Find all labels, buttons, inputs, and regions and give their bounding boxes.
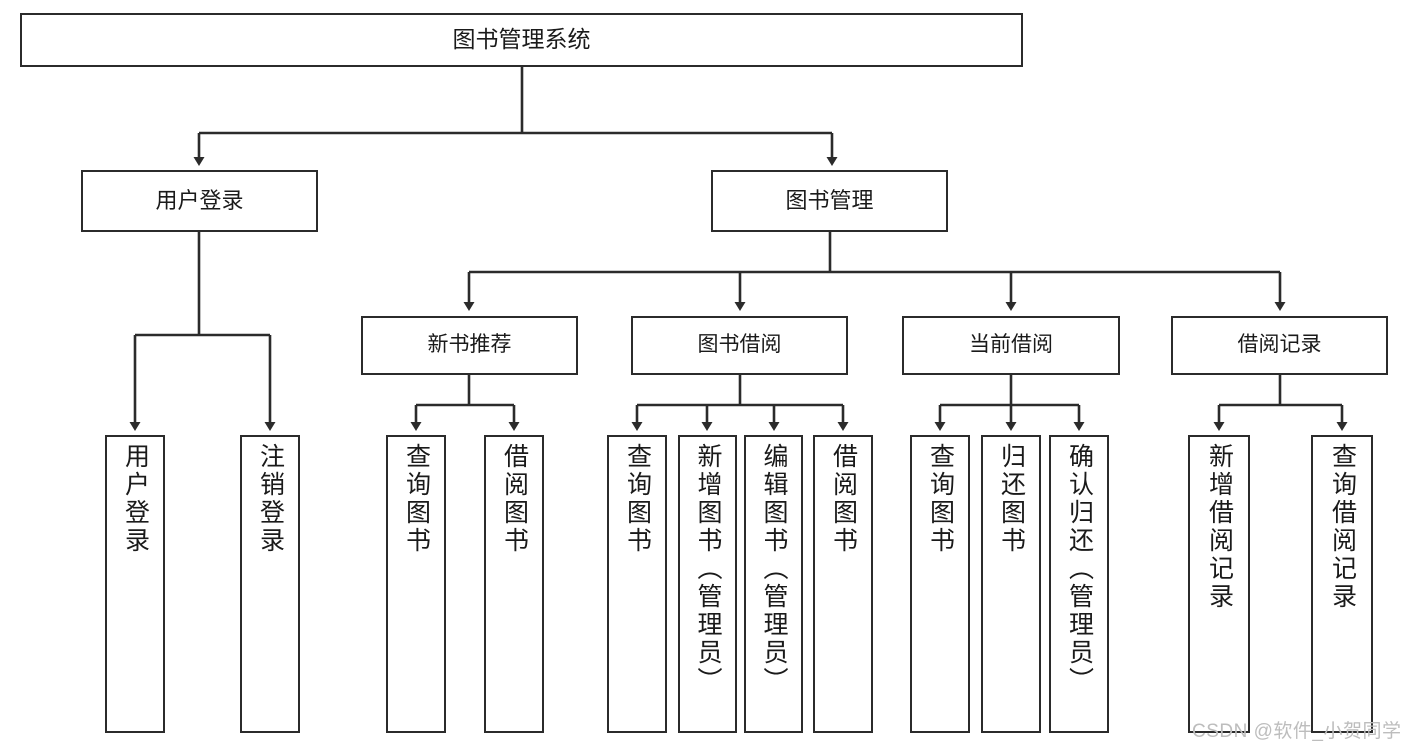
leaf-add-borrow-record[interactable]: 新增借阅记录 <box>1188 435 1250 733</box>
node-borrow-record[interactable]: 借阅记录 <box>1171 316 1388 375</box>
node-label: 用户登录 <box>121 443 150 555</box>
node-label: 当前借阅 <box>969 333 1053 357</box>
node-label: 注销登录 <box>256 443 285 555</box>
leaf-borrow-book[interactable]: 借阅图书 <box>813 435 873 733</box>
node-label: 新增借阅记录 <box>1205 443 1234 611</box>
node-book-borrow[interactable]: 图书借阅 <box>631 316 848 375</box>
node-label: 新书推荐 <box>427 333 512 357</box>
node-label: 查询图书 <box>623 443 652 555</box>
node-label: 图书管理 <box>785 188 874 214</box>
leaf-add-book-admin[interactable]: 新增图书（管理员） <box>678 435 737 733</box>
leaf-borrow-book-recommend[interactable]: 借阅图书 <box>484 435 544 733</box>
node-label: 图书管理系统 <box>452 26 591 53</box>
leaf-user-login[interactable]: 用户登录 <box>105 435 165 733</box>
node-label: 新增图书（管理员） <box>694 443 722 695</box>
leaf-query-borrow-record[interactable]: 查询借阅记录 <box>1311 435 1373 733</box>
node-new-book-recommend[interactable]: 新书推荐 <box>361 316 578 375</box>
leaf-confirm-return-admin[interactable]: 确认归还（管理员） <box>1049 435 1109 733</box>
node-label: 编辑图书（管理员） <box>760 443 788 695</box>
node-label: 用户登录 <box>155 188 244 214</box>
watermark: CSDN @软件_小贺同学 <box>1192 721 1402 742</box>
node-user-login[interactable]: 用户登录 <box>81 170 318 232</box>
node-current-borrow[interactable]: 当前借阅 <box>902 316 1120 375</box>
leaf-query-book-borrow[interactable]: 查询图书 <box>607 435 667 733</box>
node-label: 查询借阅记录 <box>1328 443 1357 611</box>
leaf-query-book-recommend[interactable]: 查询图书 <box>386 435 446 733</box>
leaf-edit-book-admin[interactable]: 编辑图书（管理员） <box>744 435 803 733</box>
node-book-management[interactable]: 图书管理 <box>711 170 948 232</box>
leaf-logout[interactable]: 注销登录 <box>240 435 300 733</box>
node-label: 借阅图书 <box>500 443 529 555</box>
leaf-query-book-current[interactable]: 查询图书 <box>910 435 970 733</box>
node-label: 查询图书 <box>926 443 955 555</box>
node-label: 借阅图书 <box>829 443 858 555</box>
node-label: 查询图书 <box>402 443 431 555</box>
node-label: 归还图书 <box>997 443 1026 555</box>
node-root-system[interactable]: 图书管理系统 <box>20 13 1023 67</box>
node-label: 借阅记录 <box>1237 333 1322 357</box>
node-label: 图书借阅 <box>697 333 782 357</box>
leaf-return-book[interactable]: 归还图书 <box>981 435 1041 733</box>
node-label: 确认归还（管理员） <box>1065 443 1094 695</box>
